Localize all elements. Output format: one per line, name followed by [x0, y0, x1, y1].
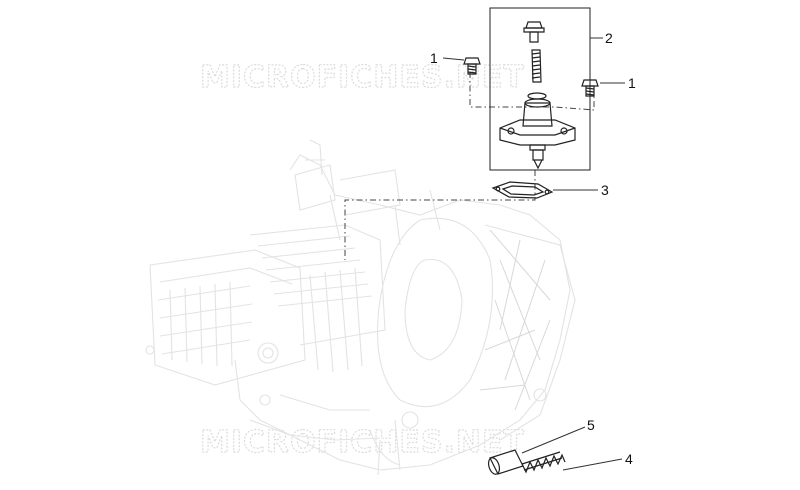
tensioner-body — [499, 98, 576, 170]
gasket — [491, 181, 554, 199]
bolt-left — [463, 57, 481, 75]
bolt-right — [581, 79, 599, 97]
o-ring — [527, 92, 547, 100]
tensioner-cap-bolt — [523, 21, 545, 43]
leader-lines — [442, 37, 625, 471]
callout-1-right: 1 — [628, 75, 636, 91]
callout-5: 5 — [587, 417, 595, 433]
alignment-lines — [344, 72, 595, 260]
callout-2: 2 — [605, 30, 613, 46]
callout-3: 3 — [601, 182, 609, 198]
callout-1-left: 1 — [430, 50, 438, 66]
spring-4 — [521, 451, 566, 474]
callout-4: 4 — [625, 451, 633, 467]
tensioner-spring — [531, 49, 542, 83]
watermark-bottom: MICROFICHES.NET — [200, 425, 525, 460]
